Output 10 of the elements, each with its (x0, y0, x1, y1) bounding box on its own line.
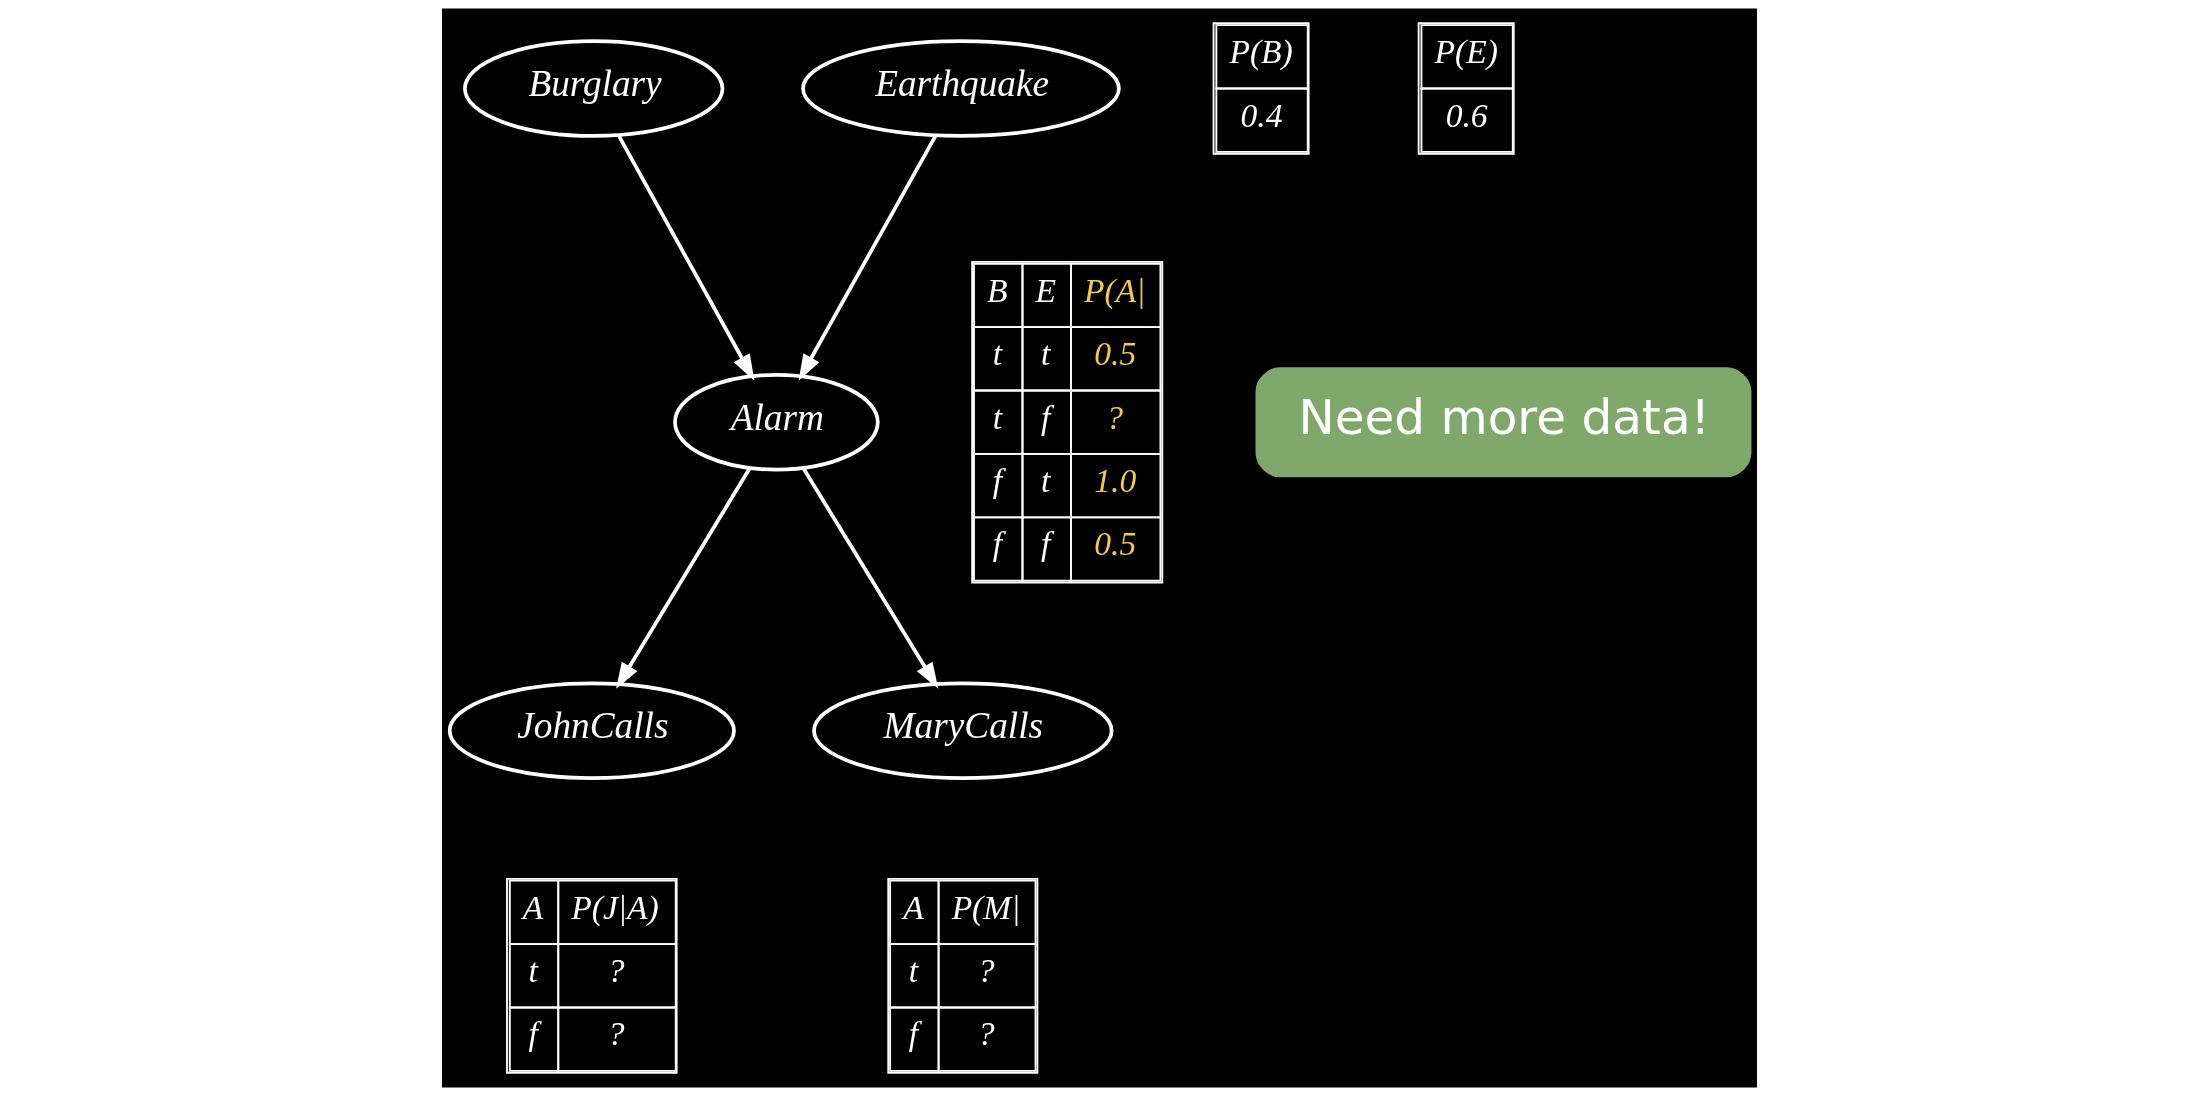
node-ellipse: MaryCalls (812, 681, 1114, 780)
arrow (801, 467, 939, 689)
node-ellipse: JohnCalls (447, 681, 736, 780)
arrow (617, 134, 755, 381)
arrow (798, 134, 938, 381)
arrow (616, 467, 752, 689)
node-box: Need more data! (1255, 367, 1752, 478)
node-ellipse: Earthquake (801, 39, 1121, 138)
node-ellipse: Burglary (463, 39, 725, 138)
node-ellipse: Alarm (673, 373, 880, 472)
